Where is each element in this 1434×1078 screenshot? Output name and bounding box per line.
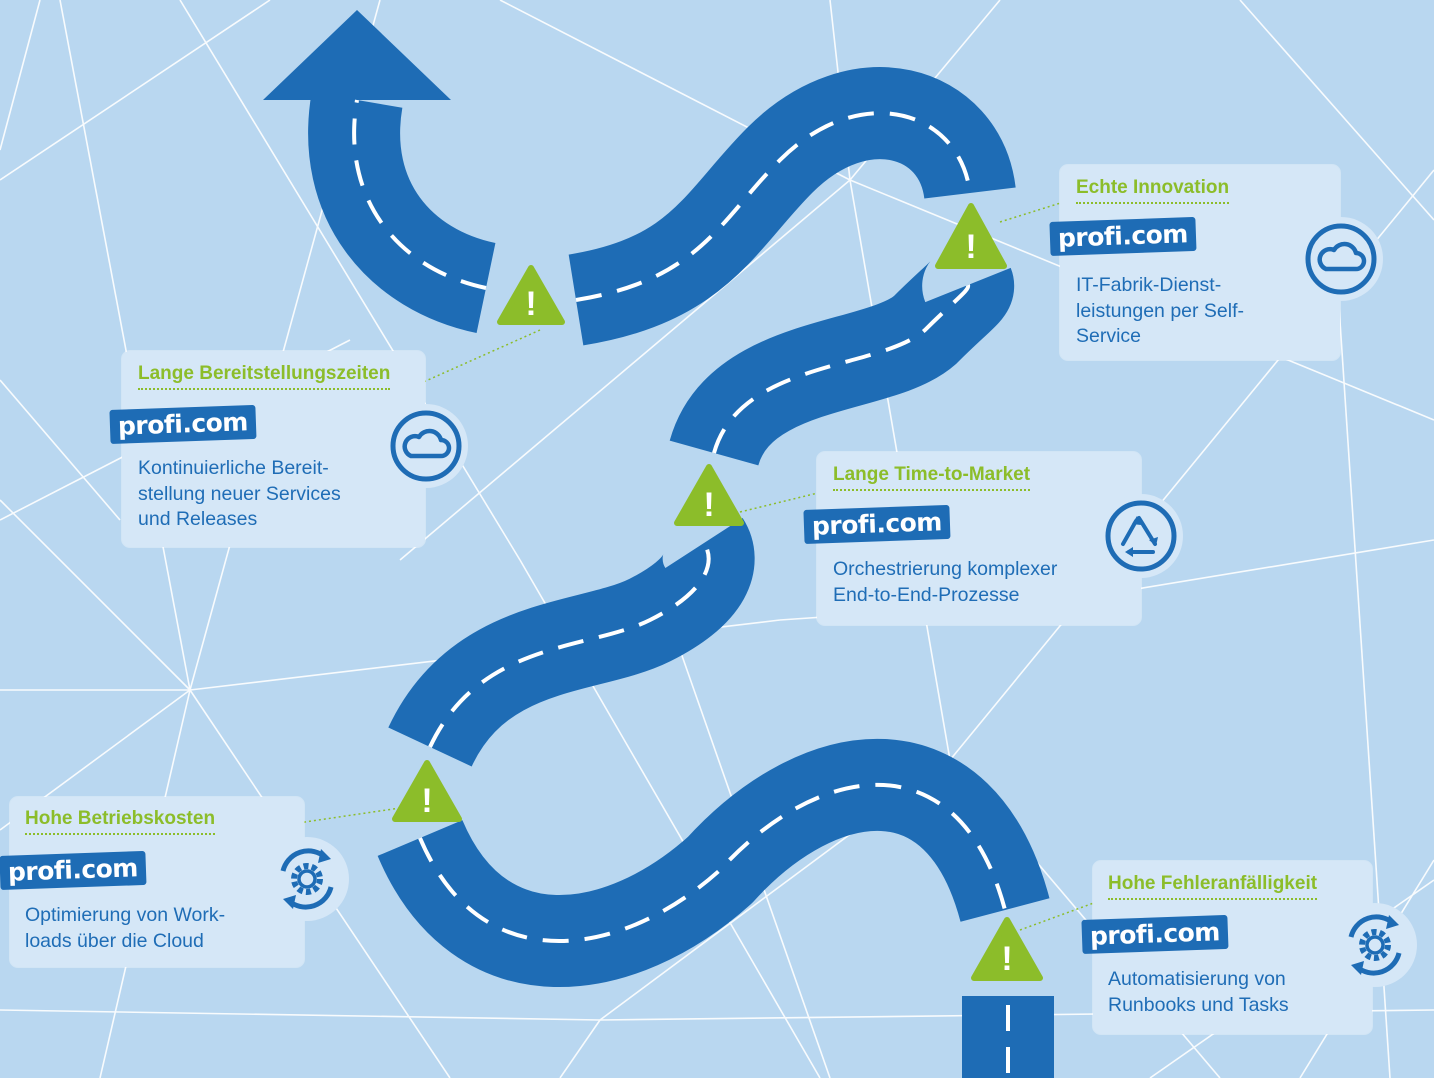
warning-mark: ! (421, 782, 432, 820)
card-description: Optimierung von Work- loads über die Clo… (25, 904, 226, 952)
cycle-icon-badge (1099, 494, 1183, 578)
card-title: Lange Bereitstellungszeiten (138, 363, 391, 390)
card-title: Lange Time-to-Market (833, 464, 1031, 491)
card-title: Echte Innovation (1076, 177, 1230, 204)
card-echte-innovation: Echte Innovation IT-Fabrik-Dienst- leist… (1060, 165, 1340, 360)
warning-sign-icon (392, 203, 1043, 981)
warning-mark: ! (965, 228, 976, 266)
card-title: Hohe Fehleranfälligkeit (1108, 873, 1318, 900)
cloud-icon (390, 410, 462, 482)
gear-cycle-icon (1348, 914, 1402, 976)
card-description: Kontinuierliche Bereit- stellung neuer S… (138, 457, 341, 530)
gear-icon-badge (1333, 903, 1417, 987)
brand-logo: profi.com (803, 504, 951, 544)
warning-mark: ! (1001, 940, 1012, 978)
brand-logo: profi.com (0, 850, 147, 890)
warning-mark: ! (703, 486, 714, 524)
card-description: IT-Fabrik-Dienst- leistungen per Self- S… (1076, 274, 1245, 347)
card-description: Orchestrierung komplexer End-to-End-Proz… (833, 558, 1058, 606)
cloud-icon-badge (1299, 217, 1383, 301)
card-description: Automatisierung von Runbooks und Tasks (1108, 968, 1289, 1016)
connector-lines (229, 199, 1111, 931)
brand-logo: profi.com (1081, 914, 1229, 954)
road-lane-markings (352, 99, 1010, 1078)
brand-logo: profi.com (1049, 216, 1197, 256)
warning-mark: ! (525, 285, 536, 323)
cycle-arrows-icon (1105, 500, 1177, 572)
arrow-head-icon (263, 10, 451, 100)
card-title: Hohe Betriebskosten (25, 808, 216, 835)
cloud-icon-badge (384, 404, 468, 488)
gear-cycle-icon (280, 848, 334, 910)
warning-marks: ! ! ! ! ! (421, 228, 1012, 978)
cloud-icon (1305, 223, 1377, 295)
card-lange-bereitstellungszeiten: Lange Bereitstellungszeiten Kontinuierli… (122, 351, 425, 547)
brand-logo: profi.com (109, 404, 257, 444)
gear-icon-badge (265, 837, 349, 921)
